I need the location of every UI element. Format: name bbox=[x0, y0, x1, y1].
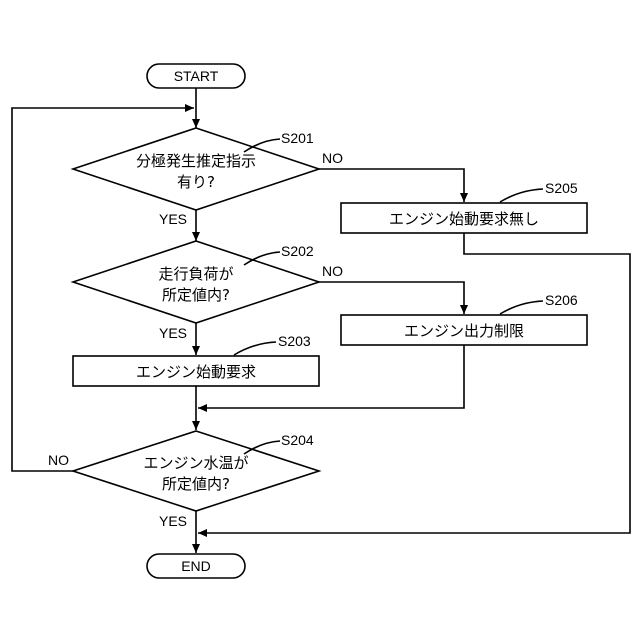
connector-s202-no bbox=[319, 282, 464, 314]
start-label: START bbox=[174, 68, 219, 84]
decision-s202: 走行負荷が 所定値内? S202 bbox=[73, 241, 319, 323]
decision-s204-line1: エンジン水温が bbox=[143, 454, 248, 472]
s203-leader-line bbox=[234, 342, 276, 355]
decision-s201: 分極発生推定指示 有り? S201 bbox=[73, 128, 319, 210]
s205-leader-line bbox=[500, 189, 543, 202]
process-s203-label: エンジン始動要求 bbox=[136, 363, 256, 381]
step-s206: S206 bbox=[545, 292, 578, 308]
step-s204: S204 bbox=[281, 432, 314, 448]
decision-s202-line1: 走行負荷が bbox=[158, 265, 233, 283]
step-s203: S203 bbox=[278, 333, 311, 349]
end-label: END bbox=[181, 558, 211, 574]
decision-s201-line1: 分極発生推定指示 bbox=[136, 152, 256, 170]
decision-s202-line2: 所定値内? bbox=[162, 286, 230, 304]
s202-no-label: NO bbox=[322, 263, 343, 279]
s201-no-label: NO bbox=[322, 150, 343, 166]
connector-s201-no bbox=[319, 169, 464, 202]
s206-leader-line bbox=[500, 301, 543, 314]
s201-yes-label: YES bbox=[159, 211, 187, 227]
decision-s204-line2: 所定値内? bbox=[162, 475, 230, 493]
start-terminal: START bbox=[147, 64, 245, 88]
end-terminal: END bbox=[147, 554, 245, 578]
step-s205: S205 bbox=[545, 180, 578, 196]
process-s206-label: エンジン出力制限 bbox=[404, 322, 524, 340]
decision-s204: エンジン水温が 所定値内? S204 bbox=[73, 431, 319, 511]
step-s201: S201 bbox=[281, 130, 314, 146]
step-s202: S202 bbox=[281, 243, 314, 259]
decision-s201-line2: 有り? bbox=[177, 173, 215, 191]
process-s205-label: エンジン始動要求無し bbox=[389, 210, 539, 228]
s204-yes-label: YES bbox=[159, 513, 187, 529]
s202-yes-label: YES bbox=[159, 325, 187, 341]
s204-no-label: NO bbox=[48, 452, 69, 468]
